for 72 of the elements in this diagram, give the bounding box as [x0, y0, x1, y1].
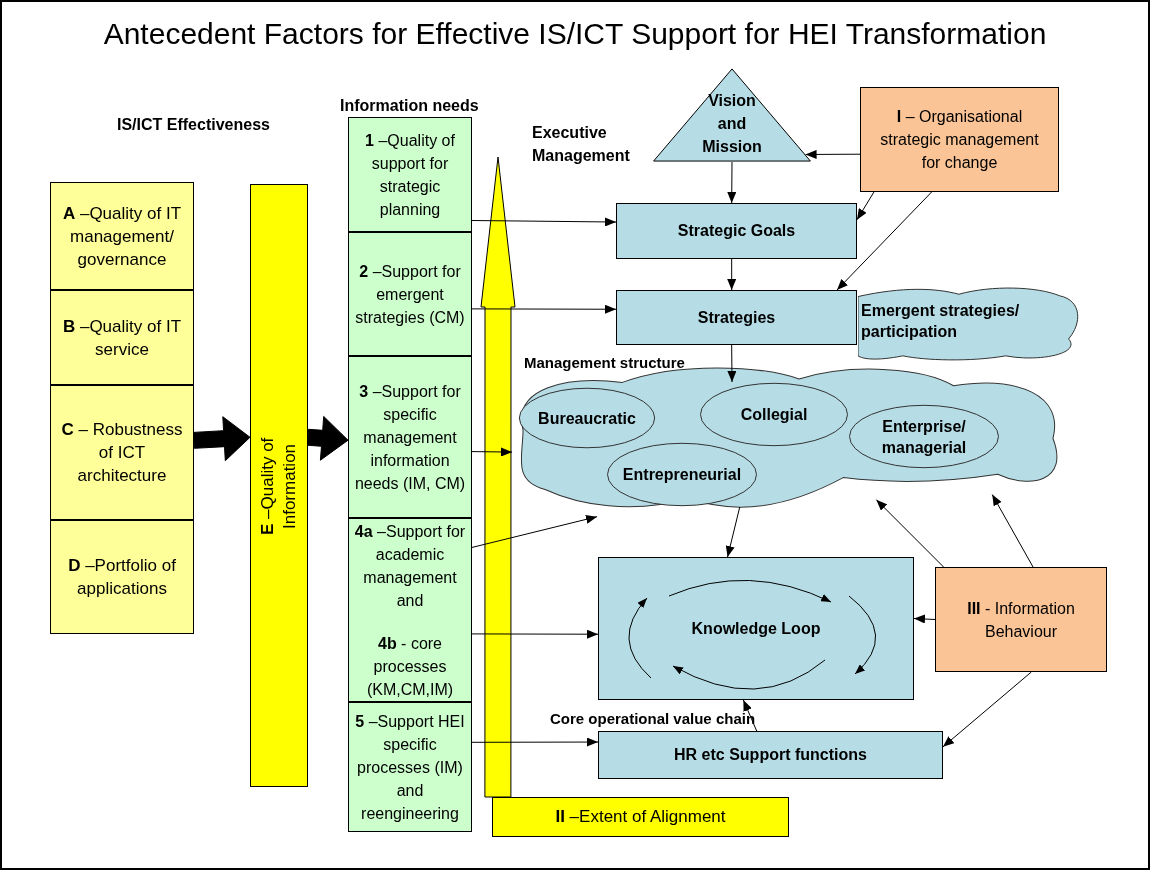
block-arrow	[193, 416, 251, 462]
factor-box	[860, 87, 1059, 192]
arrow	[471, 737, 599, 747]
arrow	[991, 494, 1034, 568]
node-label: I – Organisational strategic management for change	[879, 107, 1040, 173]
arrow	[727, 258, 737, 291]
node-label: A –Quality of IT management/ governance	[61, 202, 183, 271]
factor-box	[50, 520, 194, 634]
node-label: 4a –Support for academic management and	[353, 521, 467, 611]
factor-box	[50, 182, 194, 290]
diagram-title: Antecedent Factors for Effective IS/ICT Support for HEI Transformation	[102, 16, 1048, 52]
arrow	[471, 629, 599, 639]
process-box	[616, 290, 857, 345]
factor-box	[50, 290, 194, 385]
process-box	[598, 731, 943, 779]
factor-box	[935, 567, 1107, 672]
arrow	[471, 217, 617, 227]
arrow	[727, 344, 737, 383]
needs-box	[348, 356, 472, 518]
needs-box	[348, 117, 472, 232]
node-label: 2 –Support for emergent strategies (CM)	[354, 261, 466, 328]
structure-ellipse	[606, 442, 758, 507]
needs-box	[348, 702, 472, 832]
arrow	[742, 699, 758, 732]
arrow	[471, 447, 513, 457]
structure-ellipse	[518, 387, 656, 449]
arrow	[875, 499, 945, 568]
arrow	[836, 191, 933, 291]
node-label: Enterprise/ managerial	[880, 416, 968, 458]
arrow	[725, 506, 741, 558]
section-heading: IS/ICT Effectiveness	[117, 115, 271, 135]
node-label: B –Quality of IT service	[61, 315, 183, 361]
arrow	[727, 161, 737, 204]
section-heading: Management structure	[524, 353, 686, 373]
block-arrow	[306, 415, 349, 461]
alignment-bar	[492, 797, 789, 837]
structure-ellipse	[699, 382, 849, 447]
node-label: Entrepreneurial	[621, 465, 743, 485]
node-label: Knowledge Loop	[691, 618, 821, 639]
node-label: 1 –Quality of support for strategic planning	[364, 130, 456, 220]
node-label: D –Portfolio of applications	[67, 555, 177, 600]
quality-bar	[250, 184, 308, 787]
arrow	[471, 304, 617, 314]
node-label: Emergent strategies/ participation	[861, 301, 1021, 342]
arrow	[942, 671, 1032, 748]
section-heading: Executive Management	[532, 123, 631, 166]
node-label: Bureaucratic	[537, 408, 637, 429]
structure-ellipse	[848, 404, 1000, 469]
node-label: III - Information Behaviour	[966, 598, 1076, 642]
node-label: C – Robustness of ICT architecture	[60, 419, 184, 487]
section-heading: Information needs	[340, 96, 480, 116]
node-label: Strategies	[697, 307, 776, 328]
factor-box	[50, 385, 194, 520]
node-label: II –Extent of Alignment	[555, 806, 726, 829]
section-heading: Core operational value chain	[550, 709, 757, 729]
arrow	[805, 149, 861, 159]
node-label: Collegial	[739, 405, 809, 425]
arrow	[471, 514, 598, 548]
vision-triangle	[652, 68, 812, 162]
knowledge-box	[598, 557, 914, 700]
block-arrow	[480, 156, 516, 798]
node-label: 3 –Support for specific management information needs (IM, CM)	[353, 381, 467, 494]
node-label: HR etc Support functions	[674, 745, 867, 765]
needs-box	[348, 232, 472, 356]
node-label: 4b - core processes (KM,CM,IM)	[365, 633, 455, 700]
arrow	[856, 191, 875, 221]
process-box	[616, 203, 857, 259]
node-label: Vision and Mission	[701, 91, 763, 157]
node-label: Strategic Goals	[677, 221, 796, 241]
arrow	[913, 614, 936, 624]
node-label: 5 –Support HEI specific processes (IM) and reengineering	[354, 711, 466, 824]
needs-box	[348, 518, 472, 702]
